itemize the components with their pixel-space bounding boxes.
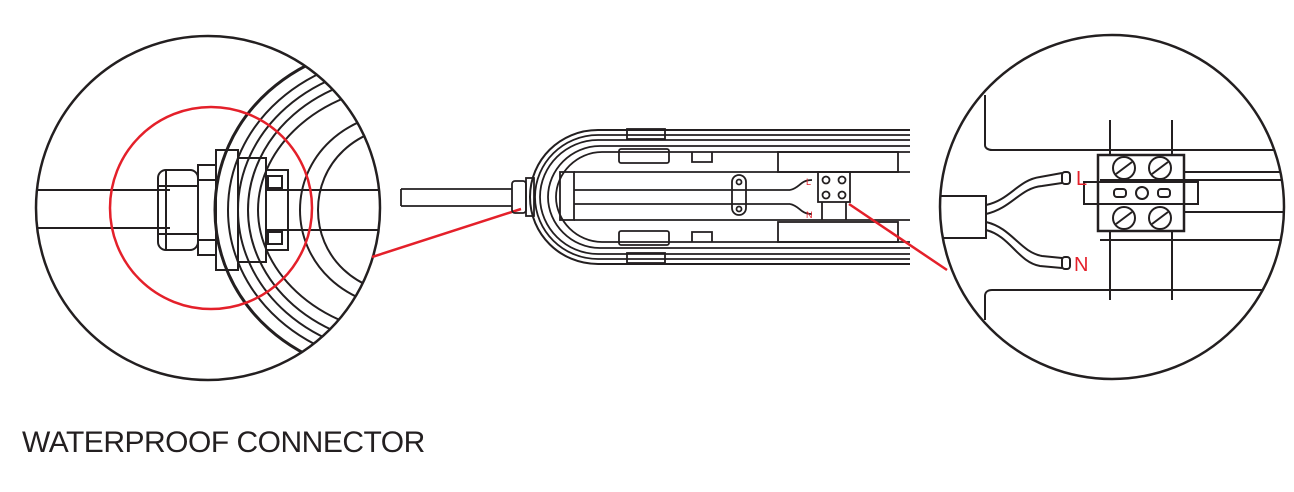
- neutral-wire-label: N: [1074, 254, 1088, 276]
- gland-leader-line: [371, 207, 522, 259]
- diagram-caption: WATERPROOF CONNECTOR: [22, 426, 425, 459]
- overview-live-label: L: [806, 177, 811, 187]
- gland-zoom-view: [34, 34, 382, 382]
- gland-highlight-ring: [108, 105, 314, 311]
- luminaire-overview: [400, 128, 910, 265]
- live-wire-label: L: [1076, 168, 1087, 190]
- overview-neutral-label: N: [806, 210, 813, 220]
- terminal-leader-line: [848, 202, 948, 272]
- terminal-zoom-view: [938, 33, 1286, 381]
